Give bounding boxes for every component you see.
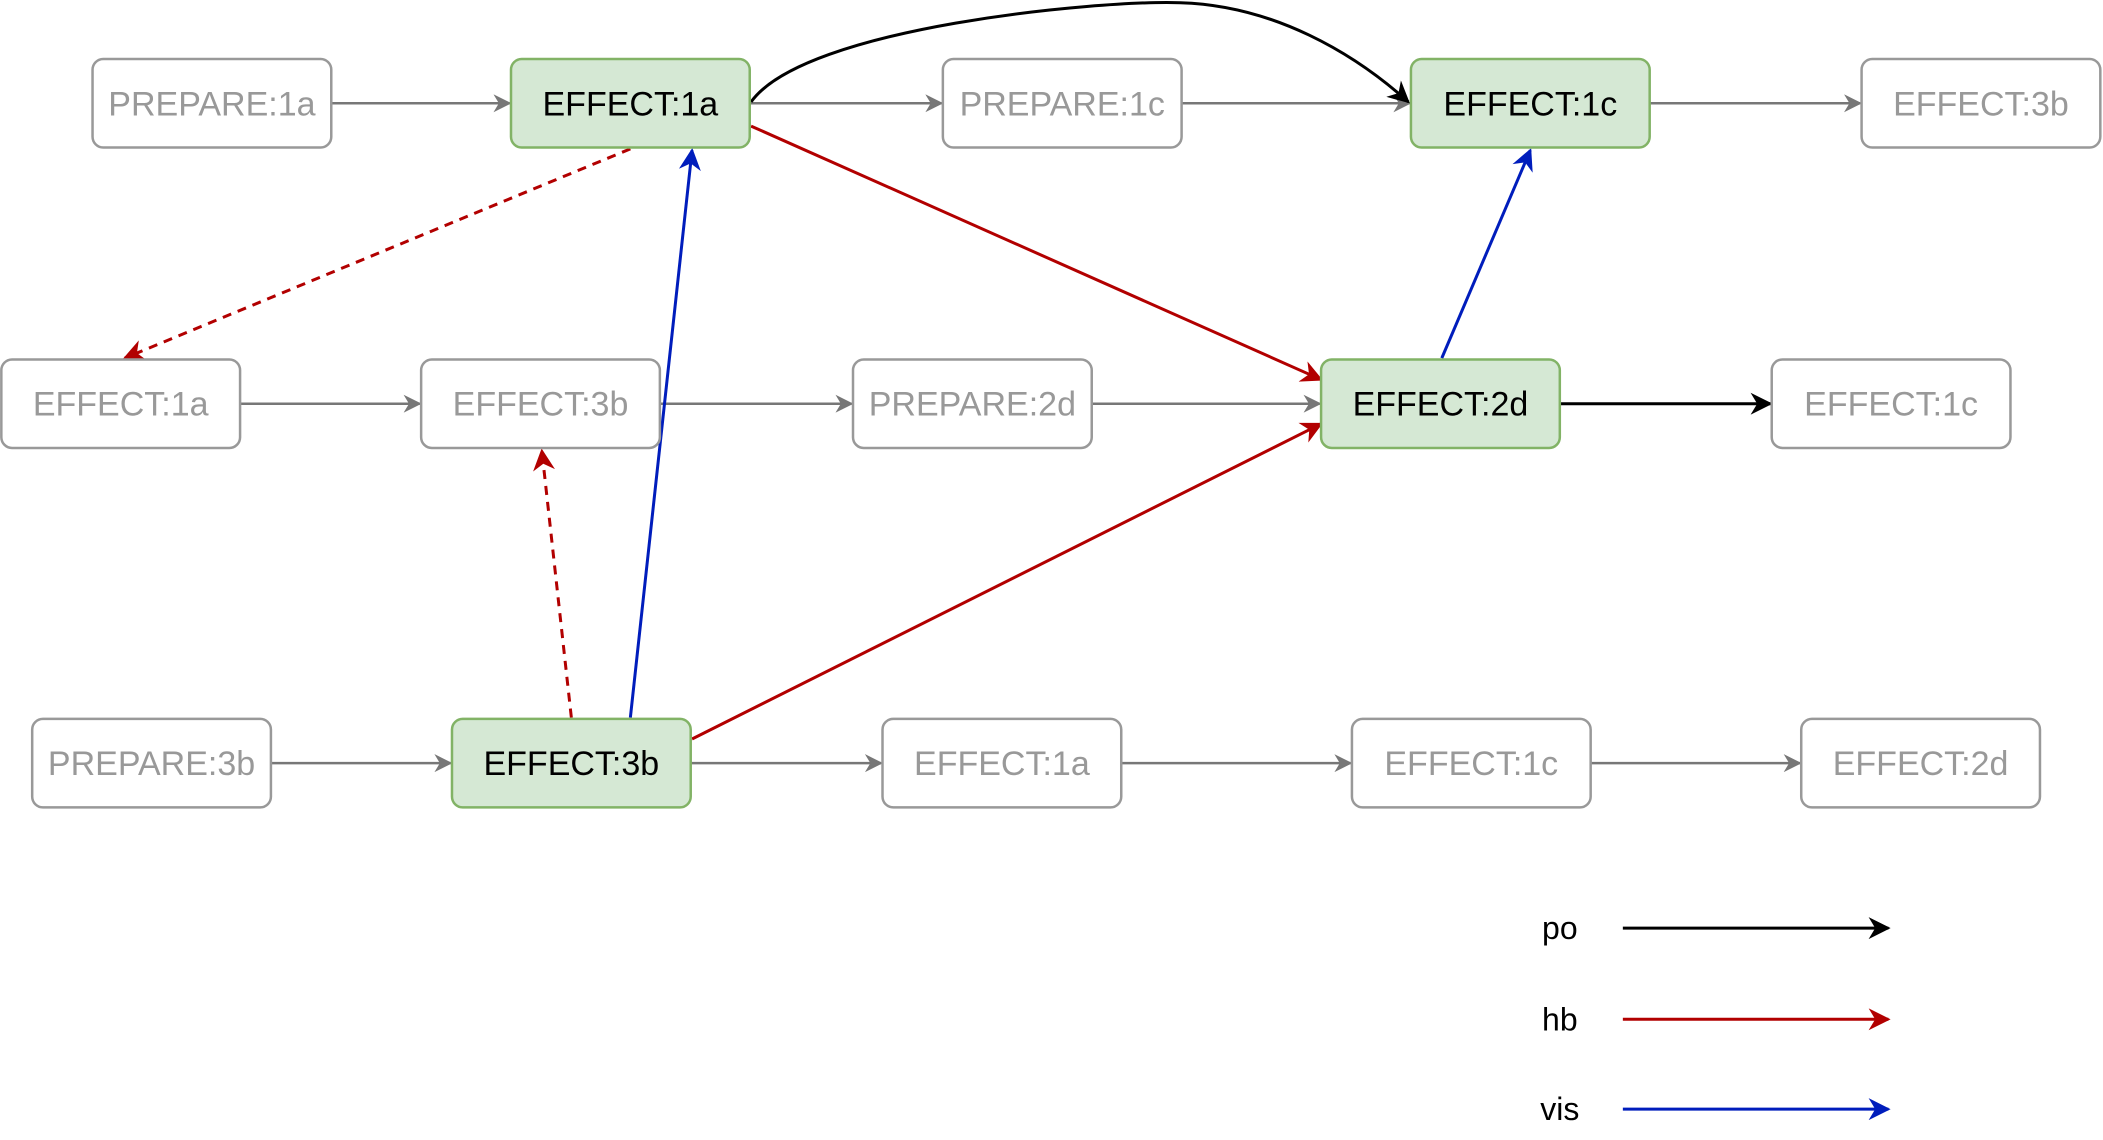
node-box [941,57,1183,149]
node-r2-prep2d: PREPARE:2d [851,358,1093,450]
node-box [851,358,1093,450]
node-box [1409,57,1651,149]
node-label: EFFECT:2d [1353,386,1529,424]
edges-layer [122,1,1863,773]
node-box [0,358,242,450]
edge-po-r1_eff1a-to-r1_eff1c [749,1,1410,104]
legend-item-po: po [1542,910,1891,946]
node-r3-eff1a: EFFECT:1a [881,717,1123,809]
node-r1-eff1a: EFFECT:1a [509,57,751,149]
node-box [509,57,751,149]
node-label: EFFECT:1c [1804,386,1978,424]
node-r2-eff1c: EFFECT:1c [1770,358,2012,450]
node-box [450,717,692,809]
node-label: PREPARE:1a [108,85,315,123]
node-label: PREPARE:1c [960,85,1165,123]
node-box [1799,717,2042,809]
node-box [1860,57,2102,149]
edge-vis-r2_eff2d-to-r1_eff1c [1440,148,1533,359]
node-r1-eff1c: EFFECT:1c [1409,57,1651,149]
node-box [1350,717,1592,809]
node-label: PREPARE:2d [869,386,1076,424]
node-label: EFFECT:1c [1443,85,1617,123]
edge-hb-r1_eff1a-to-r2_eff1a [122,147,631,361]
node-r2-eff2d: EFFECT:2d [1319,358,1562,450]
edge-hb-r1_eff1a-to-r2_eff2d [750,124,1324,382]
legend-label: hb [1542,1001,1578,1037]
legend-label: po [1542,910,1578,946]
node-r1-eff3b: EFFECT:3b [1860,57,2102,149]
node-r2-eff1a: EFFECT:1a [0,358,242,450]
node-r3-eff3b: EFFECT:3b [450,717,692,809]
node-box [30,717,273,809]
node-box [91,57,333,149]
legend-label: vis [1540,1091,1579,1127]
node-r1-prep1c: PREPARE:1c [941,57,1183,149]
node-label: EFFECT:1a [33,386,209,424]
node-box [1319,358,1562,450]
node-box [1770,358,2012,450]
node-r1-prep1a: PREPARE:1a [91,57,333,149]
node-label: EFFECT:2d [1833,745,2009,783]
node-label: EFFECT:1c [1384,745,1558,783]
node-label: EFFECT:3b [483,745,659,783]
node-r3-prep3b: PREPARE:3b [30,717,273,809]
edge-vis-r3_eff3b-to-r1_eff1a [628,148,701,718]
node-r3-eff1c: EFFECT:1c [1350,717,1592,809]
node-label: PREPARE:3b [48,745,255,783]
node-r2-eff3b: EFFECT:3b [419,358,662,450]
edge-hb-r3_eff3b-to-r2_eff3b [533,448,573,718]
node-label: EFFECT:1a [543,85,719,123]
node-label: EFFECT:1a [914,745,1090,783]
node-box [419,358,662,450]
node-label: EFFECT:3b [1893,85,2069,123]
legend-item-hb: hb [1542,1001,1891,1037]
legend-item-vis: vis [1540,1091,1891,1127]
edge-hb-r3_eff3b-to-r2_eff2d [691,422,1324,741]
node-r3-eff2d: EFFECT:2d [1799,717,2042,809]
legend: po hb vis [1540,910,1891,1127]
node-box [881,717,1123,809]
node-label: EFFECT:3b [453,386,629,424]
